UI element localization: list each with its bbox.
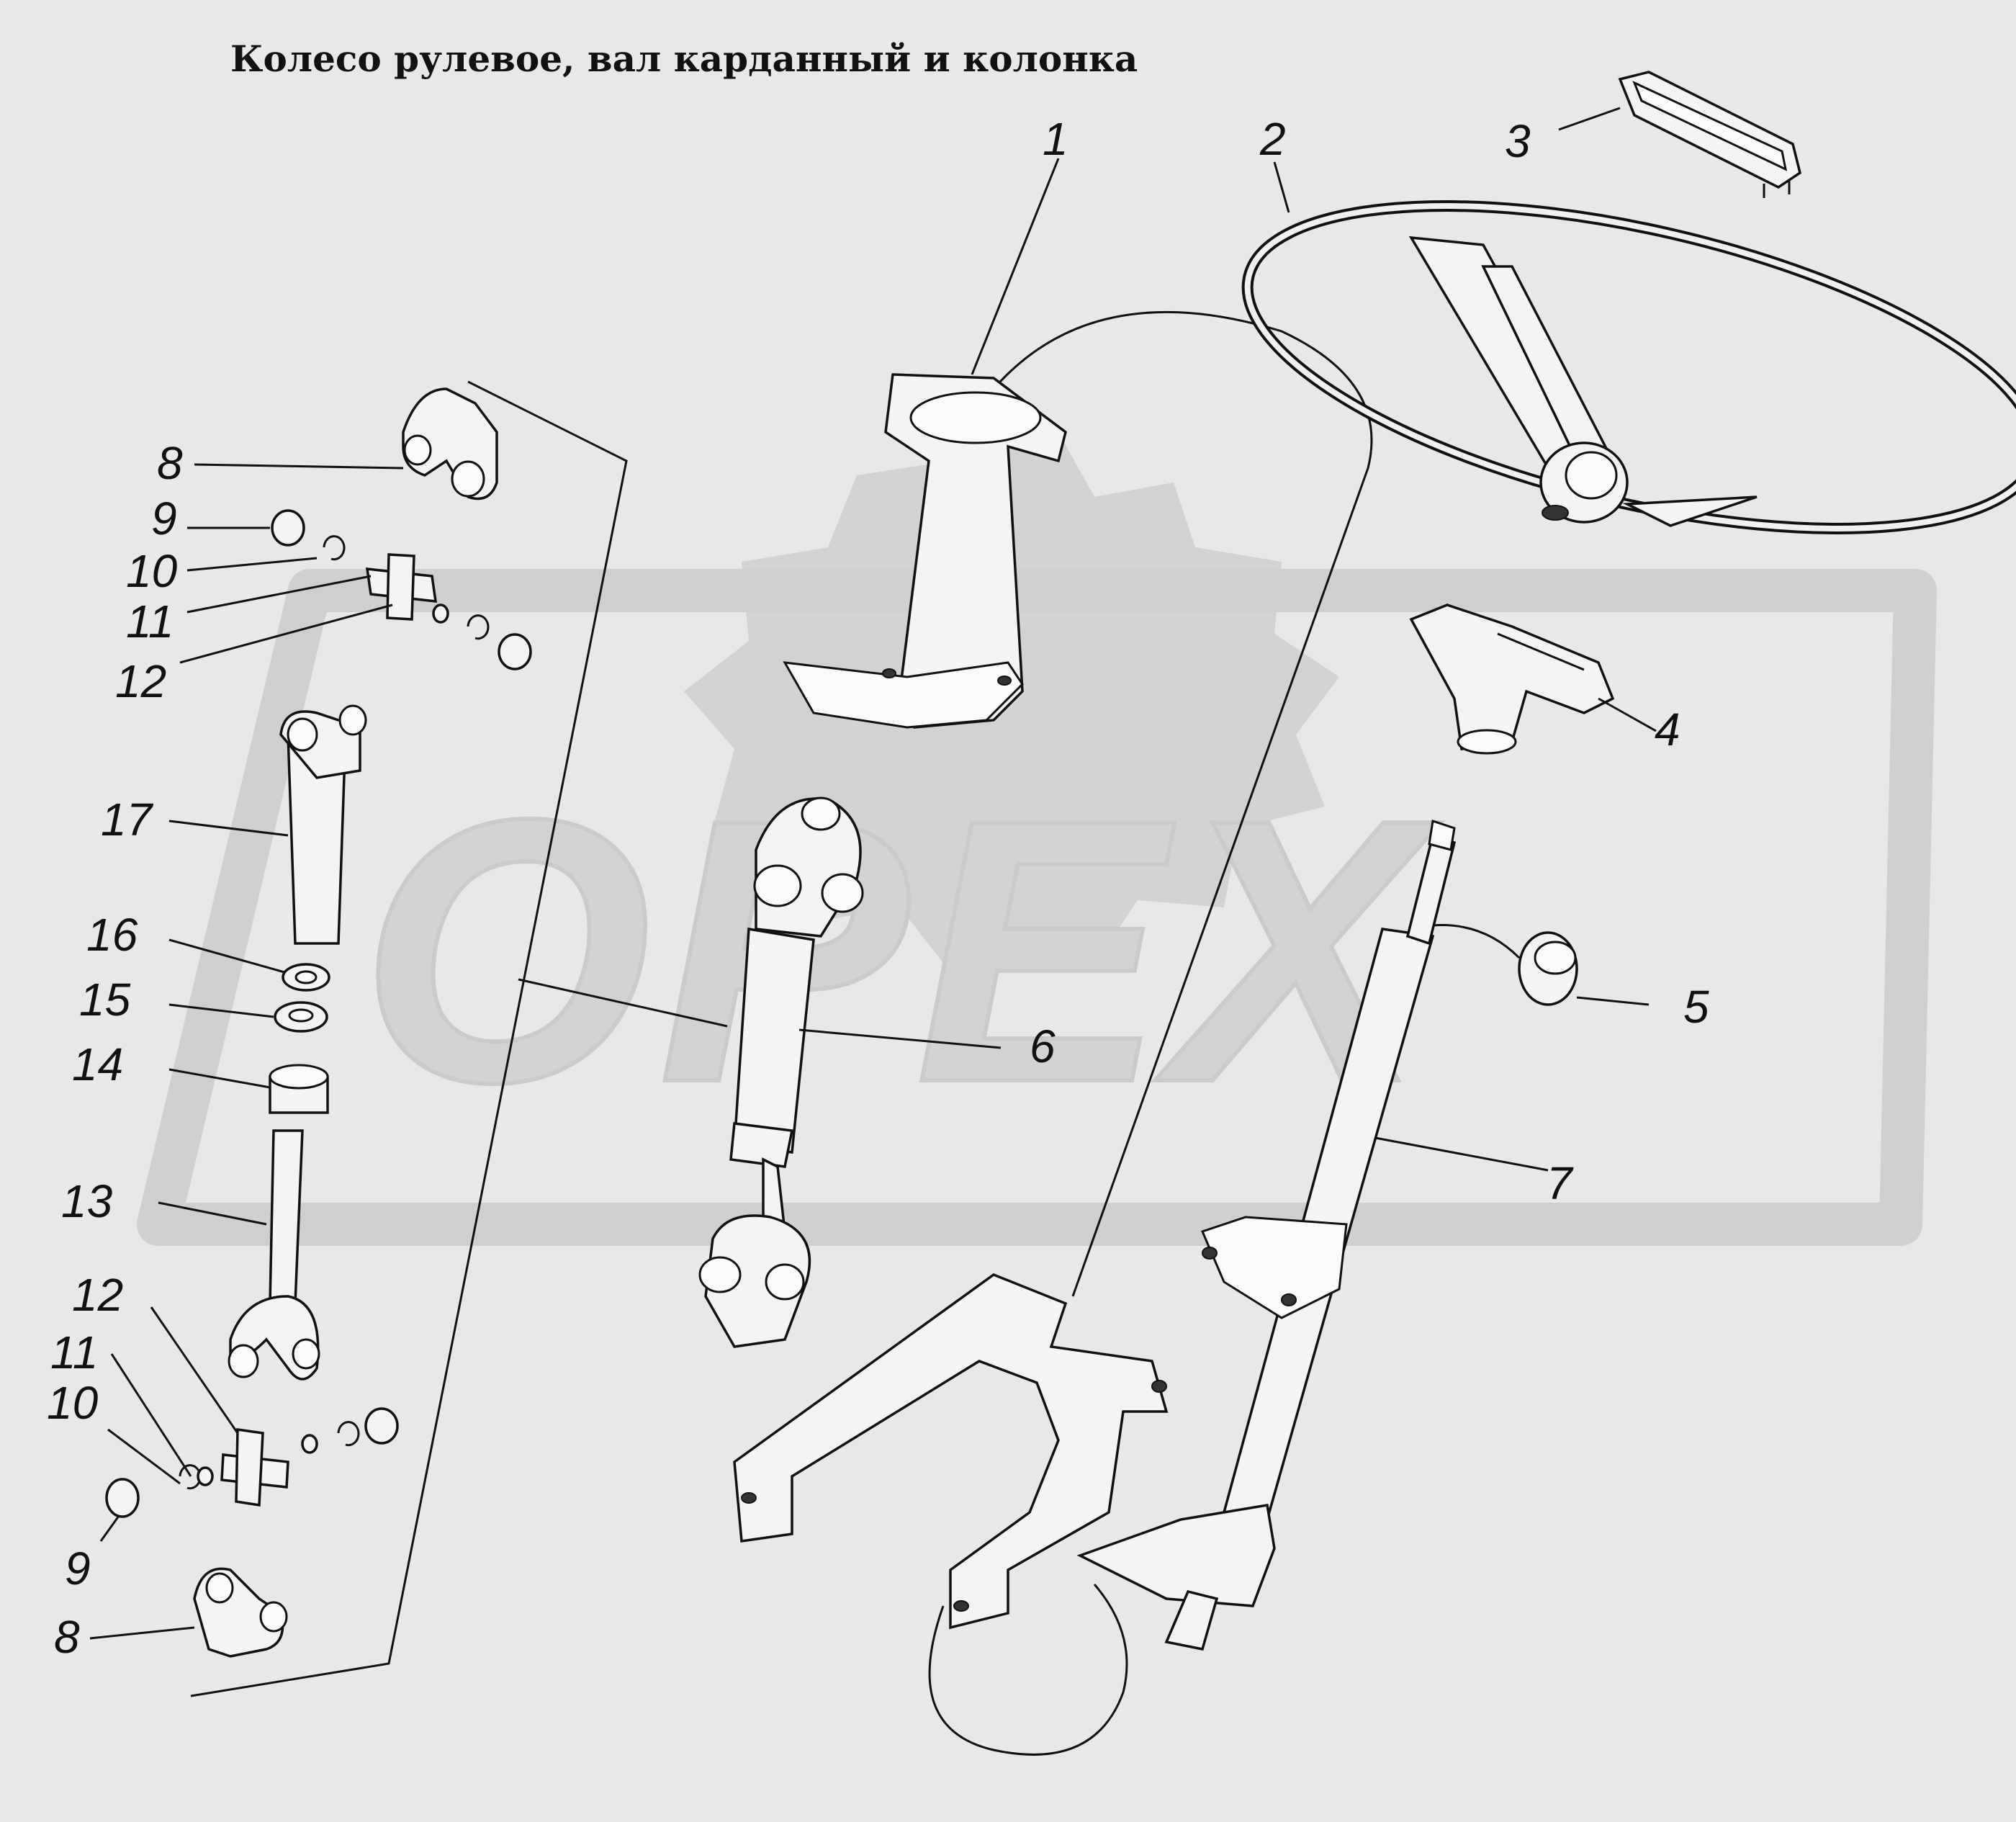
callout-3: 3 bbox=[1505, 115, 1531, 167]
callout-labels: 1 2 3 4 5 6 7 8 9 10 11 12 17 16 15 14 1… bbox=[47, 113, 1709, 1663]
callout-12-top: 12 bbox=[115, 655, 166, 707]
callout-16: 16 bbox=[86, 909, 138, 961]
callout-7: 7 bbox=[1547, 1157, 1574, 1209]
callout-2: 2 bbox=[1259, 113, 1286, 165]
watermark-text: ОРЕХ bbox=[360, 742, 1441, 1160]
callout-8-bottom: 8 bbox=[54, 1611, 80, 1663]
callout-14: 14 bbox=[72, 1038, 123, 1090]
group-outline-bottom-circle bbox=[928, 1584, 1128, 1756]
part-7-steering-column bbox=[1076, 820, 1457, 1651]
part-14-dust-cover bbox=[269, 1064, 329, 1114]
callout-13: 13 bbox=[61, 1175, 113, 1227]
pedal-bracket bbox=[733, 1273, 1169, 1630]
part-12-seal-top bbox=[432, 603, 449, 624]
callout-4: 4 bbox=[1655, 704, 1680, 755]
callout-15: 15 bbox=[79, 974, 131, 1026]
part-1-column-tube bbox=[783, 373, 1067, 729]
callout-6: 6 bbox=[1030, 1020, 1056, 1072]
part-3-horn-button bbox=[1618, 71, 1801, 198]
leader-lines bbox=[89, 107, 1657, 1640]
callout-9-top: 9 bbox=[151, 493, 177, 544]
watermark-frame bbox=[137, 569, 1937, 1246]
page-title: Колесо рулевое, вал карданный и колонка bbox=[230, 37, 1138, 80]
part-10-circlip-top bbox=[323, 535, 490, 640]
part-4-hub-cover bbox=[1409, 603, 1615, 755]
callout-11-bottom: 11 bbox=[50, 1327, 98, 1378]
part-2-steering-wheel bbox=[1241, 200, 2016, 534]
callout-9-bottom: 9 bbox=[65, 1543, 91, 1594]
part-8-yoke-bottom bbox=[193, 1567, 288, 1658]
part-6-cardan-shaft bbox=[698, 796, 864, 1348]
part-5-sleeve bbox=[1432, 924, 1578, 1006]
watermark: ОРЕХ bbox=[137, 432, 1937, 1246]
callout-10-bottom: 10 bbox=[47, 1377, 99, 1429]
callout-10-top: 10 bbox=[126, 545, 178, 597]
callout-5: 5 bbox=[1683, 981, 1709, 1033]
callout-1: 1 bbox=[1043, 113, 1068, 165]
group-outline-left bbox=[190, 380, 628, 1697]
callout-12-bottom: 12 bbox=[72, 1269, 123, 1321]
part-8-yoke-top bbox=[402, 387, 498, 501]
part-16-lock-washer bbox=[282, 963, 330, 992]
part-15-nut bbox=[274, 1001, 328, 1033]
callout-11-top: 11 bbox=[126, 596, 174, 647]
part-11-cross-top bbox=[365, 553, 438, 621]
part-17-sleeve-yoke bbox=[279, 704, 367, 945]
part-13-splined-shaft bbox=[228, 1129, 320, 1381]
callout-17: 17 bbox=[101, 794, 154, 845]
part-cross-lower bbox=[105, 1407, 399, 1518]
callout-8-top: 8 bbox=[157, 437, 183, 489]
part-9-bearing-cup-top bbox=[271, 509, 532, 670]
